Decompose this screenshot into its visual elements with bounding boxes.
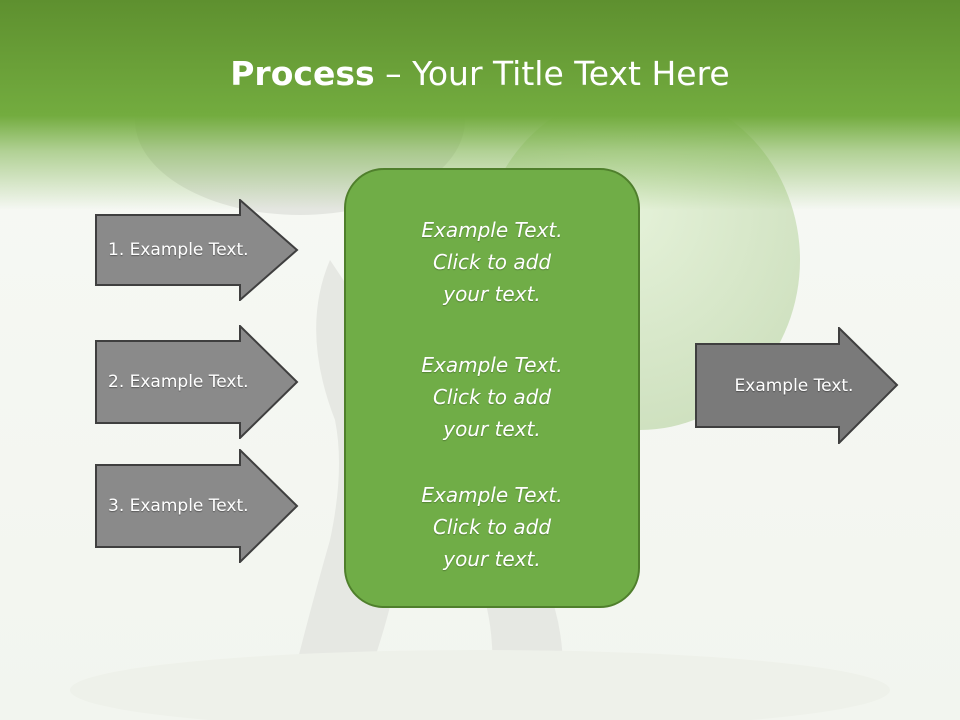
input-arrow-1[interactable]: 1. Example Text.: [95, 199, 300, 301]
process-text-block-3[interactable]: Example Text. Click to add your text.: [346, 479, 638, 575]
arrow-shape-3: [95, 449, 299, 563]
title-bold-part: Process: [230, 54, 375, 93]
process-text-block-2[interactable]: Example Text. Click to add your text.: [346, 349, 638, 445]
input-arrow-label: 3. Example Text.: [108, 496, 249, 516]
arrow-shape-1: [95, 199, 299, 301]
process-text-line: your text.: [443, 282, 541, 306]
output-arrow[interactable]: Example Text.: [695, 327, 900, 444]
output-arrow-label: Example Text.: [734, 375, 854, 396]
title-rest: – Your Title Text Here: [374, 54, 730, 93]
slide-title[interactable]: Process – Your Title Text Here: [0, 52, 960, 96]
input-arrow-3[interactable]: 3. Example Text.: [95, 449, 300, 563]
process-text-line: your text.: [443, 417, 541, 441]
process-text-line: your text.: [443, 547, 541, 571]
output-arrow-shape: [695, 327, 899, 444]
arrow-shape-2: [95, 325, 299, 439]
process-text-line: Click to add: [432, 250, 552, 274]
input-arrow-2[interactable]: 2. Example Text.: [95, 325, 300, 439]
process-text-line: Example Text.: [421, 218, 563, 242]
input-arrow-label: 2. Example Text.: [108, 372, 249, 392]
process-text-line: Example Text.: [421, 353, 563, 377]
process-box[interactable]: Example Text. Click to add your text. Ex…: [344, 168, 640, 608]
input-arrow-label: 1. Example Text.: [108, 240, 249, 260]
process-text-line: Click to add: [432, 515, 552, 539]
process-text-line: Click to add: [432, 385, 552, 409]
process-text-block-1[interactable]: Example Text. Click to add your text.: [346, 214, 638, 310]
process-text-line: Example Text.: [421, 483, 563, 507]
